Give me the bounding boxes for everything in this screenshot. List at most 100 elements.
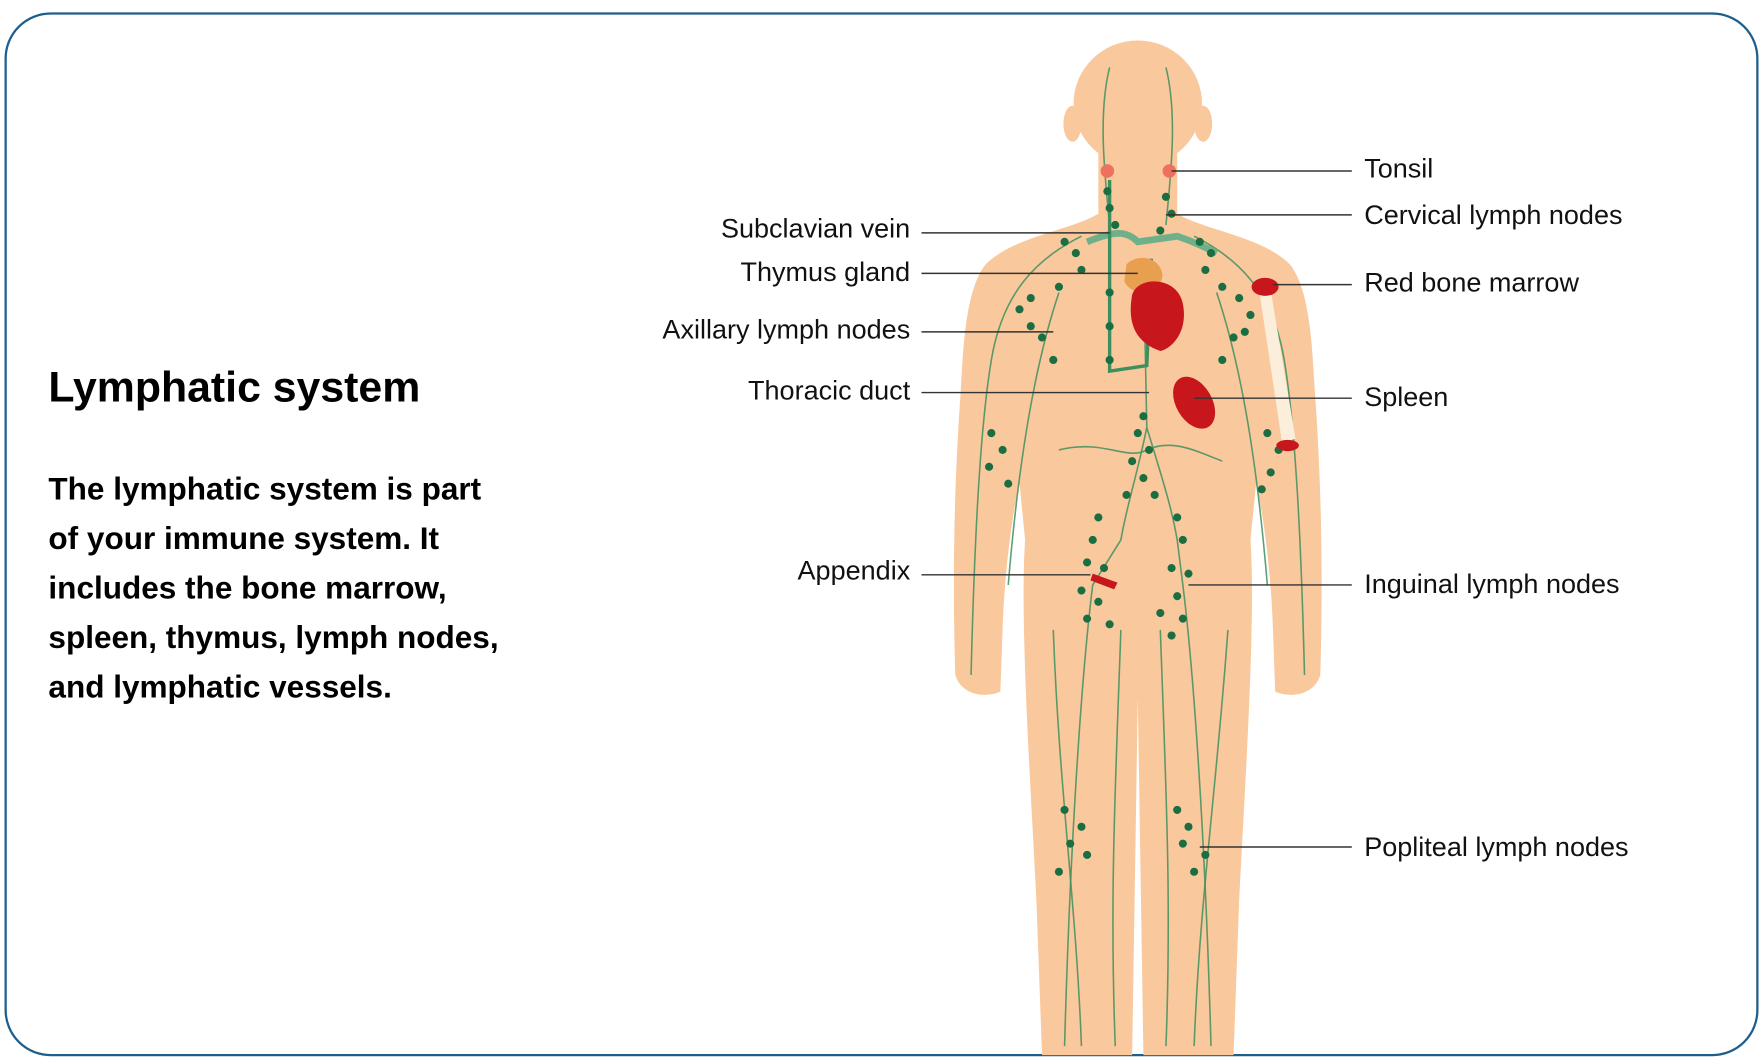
lymph-node [1077,586,1086,595]
lymph-node [1156,226,1165,235]
lymph-node [1184,569,1193,578]
lymph-node [1190,867,1199,876]
lymph-node [1128,457,1137,466]
lymph-node [1184,822,1193,831]
lymph-node [1195,237,1204,246]
lymph-node [1206,249,1216,258]
lymph-node [1139,474,1148,483]
lymph-node [1103,187,1112,196]
lymph-node [1235,294,1244,303]
lymph-node [1201,850,1210,859]
lymph-node [1083,850,1092,859]
labels-left: Subclavian vein Thymus gland Axillary ly… [662,213,910,585]
lymph-node [1083,614,1092,623]
lymph-node [1266,468,1275,477]
lymph-node [1105,322,1114,331]
lymph-node [1015,305,1024,314]
label-tonsil: Tonsil [1364,154,1433,184]
label-axillary-lymph-nodes: Axillary lymph nodes [662,315,910,345]
page-title: Lymphatic system [48,364,420,412]
lymph-node [1257,485,1266,494]
red-bone-marrow-top [1251,277,1279,296]
lymph-node [1173,805,1182,814]
lymph-node [1037,333,1047,342]
lymph-node [1139,412,1148,421]
lymph-node [985,462,994,471]
tonsil-right [1162,164,1177,178]
lymph-node [1099,564,1109,573]
lymph-node [1094,597,1103,606]
lymph-node [1218,282,1227,291]
description-line: of your immune system. It [48,520,439,556]
lymph-node [1060,237,1069,246]
lymph-node [1144,445,1154,454]
label-inguinal-lymph-nodes: Inguinal lymph nodes [1364,569,1619,599]
lymph-node [1105,204,1114,213]
label-cervical-lymph-nodes: Cervical lymph nodes [1364,200,1622,230]
label-popliteal-lymph-nodes: Popliteal lymph nodes [1364,832,1628,862]
lymph-node [1178,535,1187,544]
label-appendix: Appendix [798,555,911,585]
description: The lymphatic system is part of your imm… [48,470,498,704]
lymph-node [1167,631,1176,640]
card-border [4,12,1759,1057]
description-line: includes the bone marrow, [48,569,446,605]
lymph-node [1229,333,1238,342]
label-thoracic-duct: Thoracic duct [748,375,911,405]
femur-bone [1259,290,1296,443]
lymph-node [1066,839,1075,848]
lymph-node [1105,288,1114,297]
label-red-bone-marrow: Red bone marrow [1364,267,1579,297]
lymph-node [1049,355,1058,365]
label-spleen: Spleen [1364,382,1448,412]
lymph-node [1178,839,1187,848]
lymph-node [1111,220,1120,230]
lymph-node [1071,249,1080,258]
lymph-node [1173,592,1182,601]
tonsil-left [1100,164,1115,178]
lymph-node [1201,265,1210,275]
lymph-node [1060,805,1069,814]
lymph-node [987,429,996,438]
lymph-node [1054,867,1063,876]
lymph-node [1083,558,1092,567]
description-line: spleen, thymus, lymph nodes, [48,619,498,655]
lymph-node [1263,429,1272,438]
description-line: The lymphatic system is part [48,470,481,506]
lymph-nodes [985,187,1283,876]
lymph-node [998,445,1007,454]
lymph-node [1173,513,1182,522]
lymph-node [1004,479,1013,488]
lymph-node [1105,620,1114,629]
body-silhouette [953,40,1322,1056]
label-subclavian-vein: Subclavian vein [721,213,910,243]
lymph-node [1178,614,1187,623]
spleen [1173,376,1216,429]
heart [1130,281,1184,351]
lymph-node [1167,209,1176,218]
organs [1090,164,1299,590]
lymph-node [1240,327,1249,336]
lymph-node [1156,609,1165,618]
lymph-node [1077,265,1086,275]
lymph-node [1161,192,1171,201]
description-line: and lymphatic vessels. [48,668,391,704]
leader-lines [921,170,1352,848]
lymph-node [1246,310,1255,320]
lymph-node [1218,355,1227,365]
lymph-node [1133,429,1142,438]
lymph-node [1150,490,1159,499]
lymph-node [1088,535,1097,544]
red-bone-marrow-bottom [1276,439,1299,452]
lymph-node [1054,282,1063,291]
lymph-node [1122,490,1131,499]
lymph-node [1026,322,1035,331]
lymph-node [1167,564,1176,573]
lymph-node [1077,822,1086,831]
appendix [1090,573,1118,590]
label-thymus-gland: Thymus gland [741,257,911,287]
lymph-node [1026,294,1035,303]
labels-right: Tonsil Cervical lymph nodes Red bone mar… [1364,154,1628,862]
lymph-node [1094,513,1103,522]
